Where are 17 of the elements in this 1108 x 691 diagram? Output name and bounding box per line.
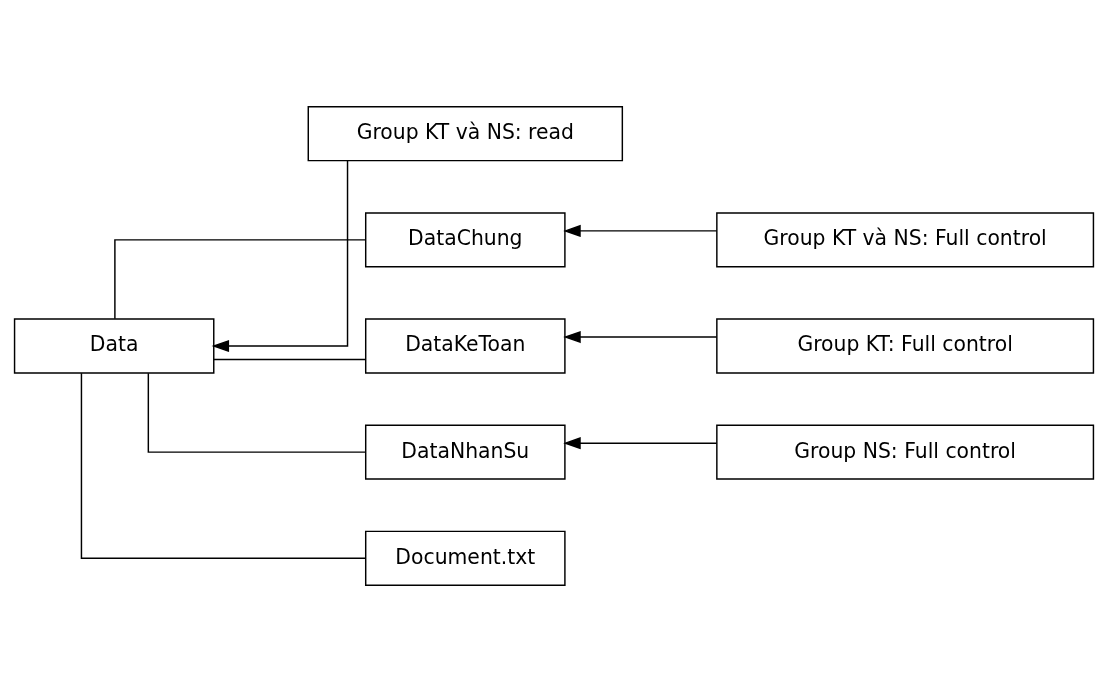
node-box: Document.txt [365, 530, 566, 586]
node-box: DataKeToan [365, 317, 566, 374]
arrow [563, 436, 718, 449]
node-box: Group KT và NS: Full control [716, 211, 1095, 267]
node-box: Data [13, 317, 215, 374]
arrow [211, 159, 349, 352]
connector [147, 372, 367, 453]
node-box: DataChung [365, 211, 566, 267]
node-box: Group KT và NS: read [307, 105, 624, 161]
node-box: DataNhanSu [365, 424, 566, 480]
node-box: Group KT: Full control [716, 317, 1095, 374]
connector [114, 238, 367, 319]
arrow [563, 330, 718, 343]
connector [80, 372, 367, 559]
arrow [563, 224, 718, 237]
node-box: Group NS: Full control [716, 424, 1095, 480]
connector [213, 358, 367, 360]
